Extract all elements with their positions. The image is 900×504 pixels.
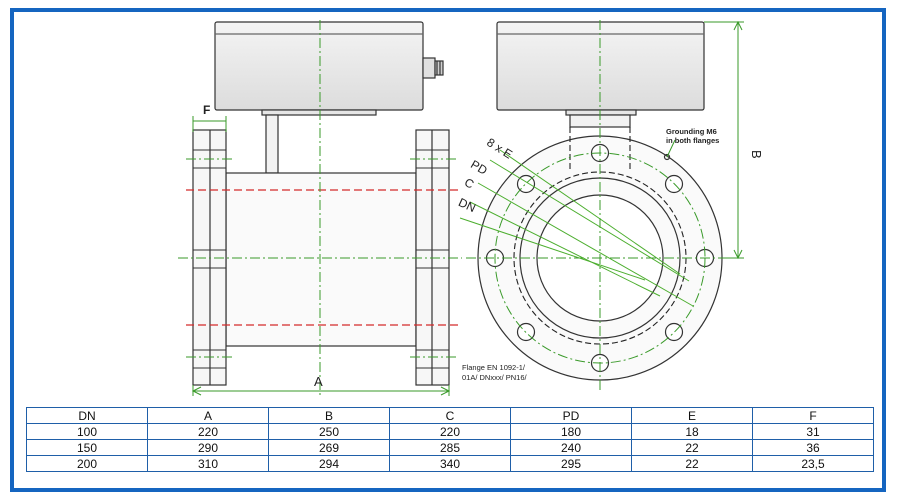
table-cell: 200 [26, 455, 148, 472]
dimensions-table: DN A B C PD E F 100 220 250 220 180 18 3… [26, 407, 874, 472]
table-cell: 285 [389, 439, 511, 456]
flange-standard-note: Flange EN 1092-1/ 01A/ DNxxx/ PN16/ [462, 363, 528, 382]
table-row: 150 290 269 285 240 22 36 [26, 439, 874, 456]
table-cell: 100 [26, 423, 148, 440]
dimension-b [704, 20, 744, 260]
col-header-c: C [389, 407, 511, 424]
col-header-pd: PD [510, 407, 632, 424]
table-cell: 220 [389, 423, 511, 440]
dimension-a [191, 385, 451, 396]
table-row: 100 220 250 220 180 18 31 [26, 423, 874, 440]
table-cell: 22 [631, 455, 753, 472]
label-f: F [203, 103, 210, 117]
table-cell: 22 [631, 439, 753, 456]
table-cell: 36 [752, 439, 874, 456]
cable-gland [422, 57, 444, 79]
table-cell: 180 [510, 423, 632, 440]
table-cell: 220 [147, 423, 269, 440]
grounding-note: Grounding M6 in both flanges [666, 127, 719, 145]
table-cell: 269 [268, 439, 390, 456]
col-header-e: E [631, 407, 753, 424]
table-cell: 18 [631, 423, 753, 440]
grounding-leader [666, 139, 676, 158]
table-cell: 290 [147, 439, 269, 456]
dimension-f [192, 116, 227, 132]
grounding-point [663, 153, 671, 161]
table-cell: 340 [389, 455, 511, 472]
col-header-a: A [147, 407, 269, 424]
label-c: C [462, 175, 477, 192]
diameter-leaders [459, 149, 694, 307]
table-cell: 310 [147, 455, 269, 472]
pipe-body [225, 172, 417, 347]
table-row: 200 310 294 340 295 22 23,5 [26, 455, 874, 472]
neck [265, 114, 279, 174]
table-cell: 31 [752, 423, 874, 440]
col-header-f: F [752, 407, 874, 424]
table-cell: 295 [510, 455, 632, 472]
table-header-row: DN A B C PD E F [26, 407, 874, 424]
table-cell: 250 [268, 423, 390, 440]
col-header-b: B [268, 407, 390, 424]
bore-hidden-lines [186, 189, 458, 326]
table-cell: 150 [26, 439, 148, 456]
col-header-dn: DN [26, 407, 148, 424]
label-dn: DN [456, 195, 478, 215]
label-a: A [314, 374, 323, 389]
side-centerlines [178, 20, 462, 395]
mounting-plate [261, 109, 377, 116]
table-cell: 23,5 [752, 455, 874, 472]
table-cell: 294 [268, 455, 390, 472]
converter-housing [214, 21, 424, 111]
table-cell: 240 [510, 439, 632, 456]
label-b: B [749, 150, 764, 159]
front-centerlines [466, 20, 734, 392]
label-pd: PD [468, 157, 490, 178]
side-view [192, 21, 450, 386]
